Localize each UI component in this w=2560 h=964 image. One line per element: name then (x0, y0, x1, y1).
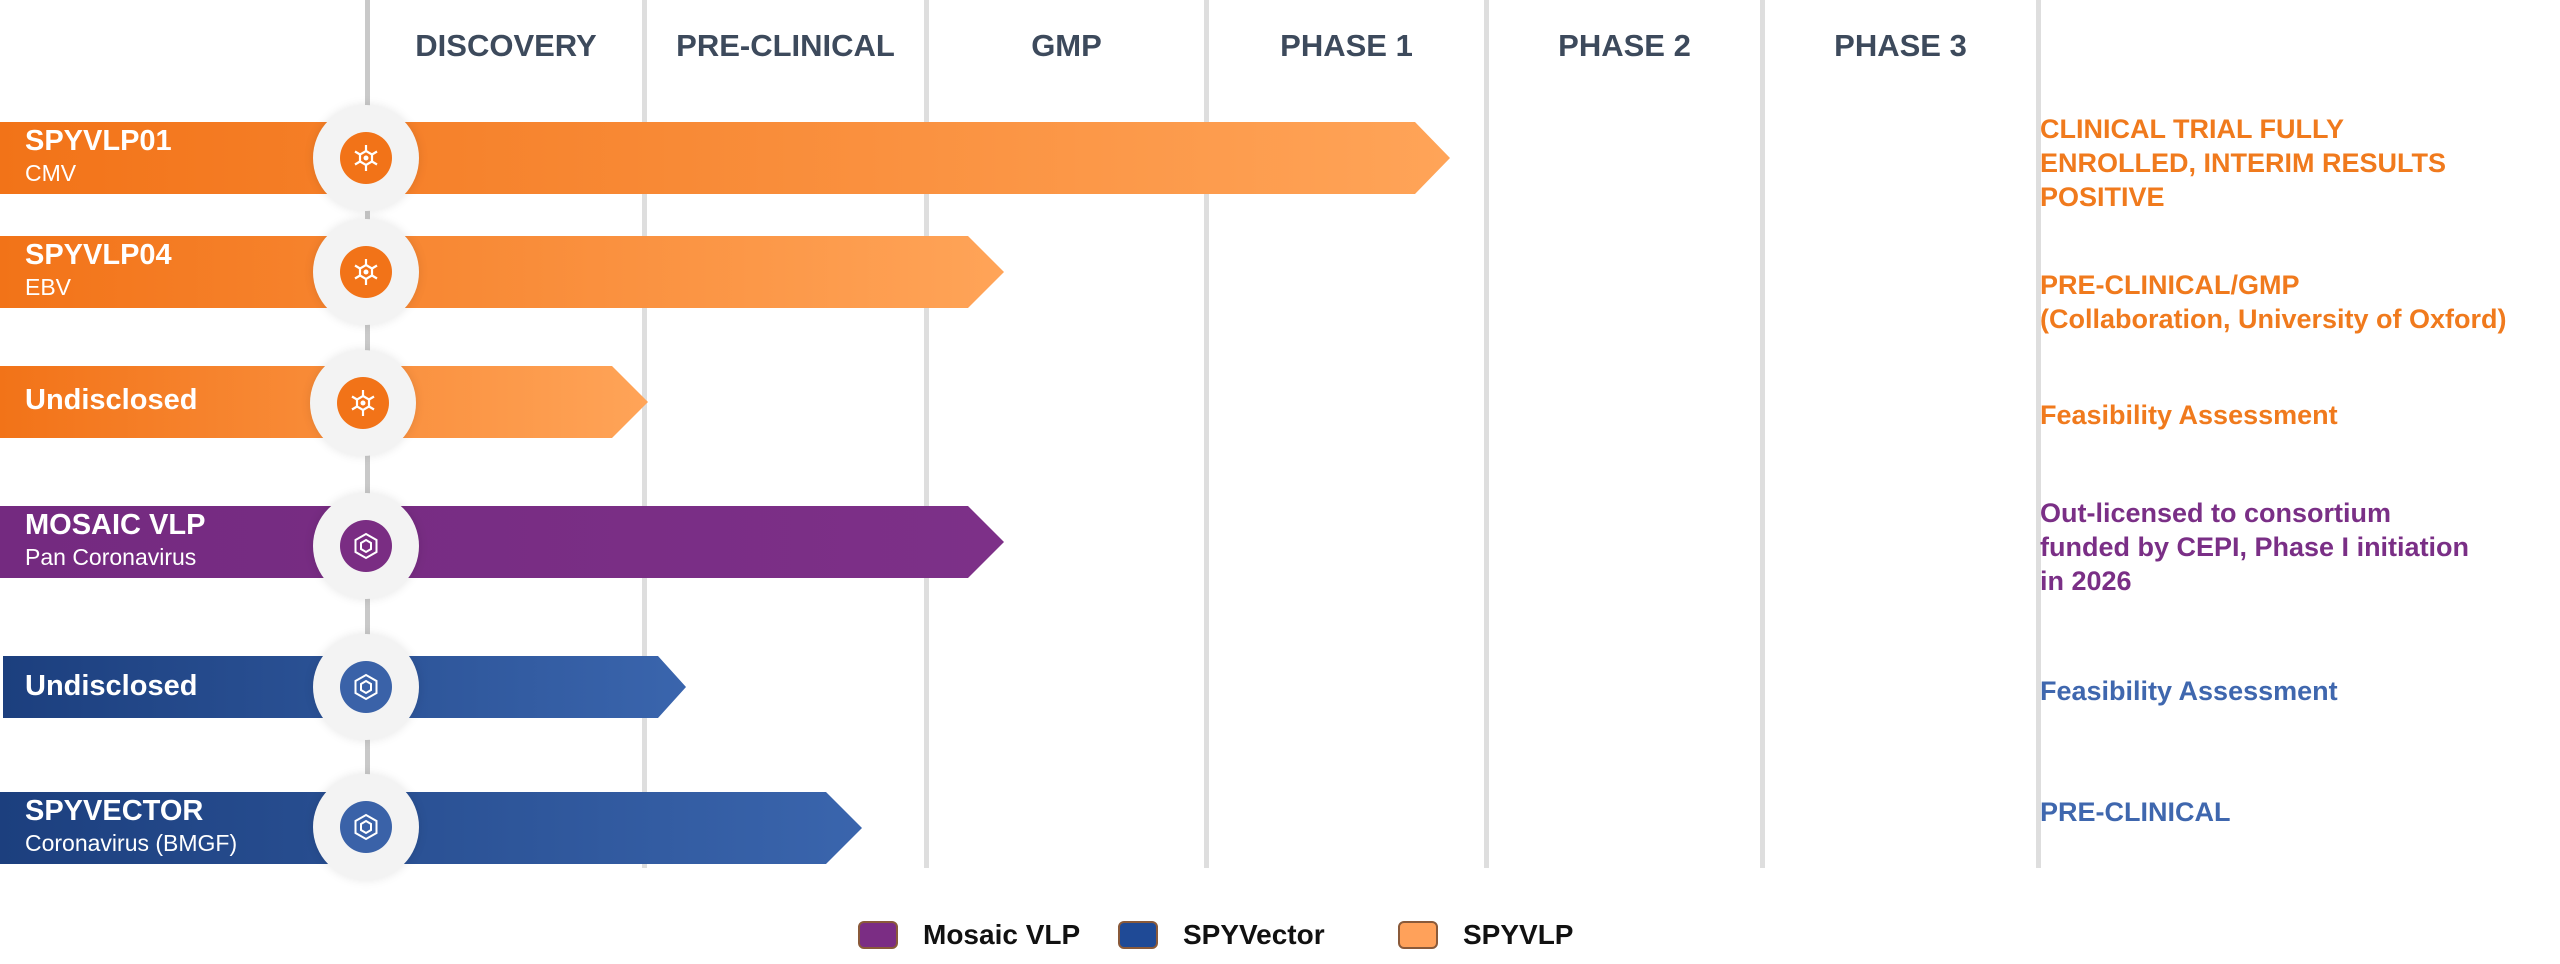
stage-header-discovery: DISCOVERY (415, 28, 597, 63)
program-name: SPYVLP04 (25, 239, 172, 271)
virus-icon (340, 132, 392, 184)
platform-badge (310, 350, 416, 456)
stage-header-gmp: GMP (1031, 28, 1102, 63)
column-divider (1484, 0, 1489, 868)
column-divider (1760, 0, 1765, 868)
status-text: PRE-CLINICAL (2040, 795, 2231, 829)
program-name: SPYVLP01 (25, 125, 172, 157)
status-line: CLINICAL TRIAL FULLY (2040, 114, 2345, 144)
status-text: Feasibility Assessment (2040, 398, 2338, 432)
column-divider (2036, 0, 2041, 868)
program-bar-spyvlp04: SPYVLP04 EBV (0, 236, 1004, 308)
legend-swatch (1398, 921, 1438, 949)
virus-icon (340, 246, 392, 298)
column-divider (924, 0, 929, 868)
column-divider (1204, 0, 1209, 868)
status-line: (Collaboration, University of Oxford) (2040, 304, 2507, 334)
program-subtitle: Coronavirus (BMGF) (25, 830, 238, 856)
legend-label: Mosaic VLP (923, 919, 1081, 950)
platform-badge (313, 493, 419, 599)
program-bar-spyvlp01: SPYVLP01 CMV (0, 122, 1450, 194)
platform-badge (313, 634, 419, 740)
platform-badge (313, 219, 419, 325)
column-divider (642, 0, 647, 868)
status-line: Feasibility Assessment (2040, 400, 2338, 430)
program-name: SPYVECTOR (25, 795, 204, 827)
program-bar-mosaic-vlp: MOSAIC VLP Pan Coronavirus (0, 506, 1004, 578)
program-subtitle: CMV (25, 160, 77, 186)
status-line: Out-licensed to consortium (2040, 498, 2392, 528)
legend-item-spyvlp: SPYVLP (1398, 918, 1573, 952)
status-line: Feasibility Assessment (2040, 676, 2338, 706)
hexagon-icon (340, 801, 392, 853)
platform-badge (313, 105, 419, 211)
status-text: CLINICAL TRIAL FULLY ENROLLED, INTERIM R… (2040, 112, 2446, 214)
stage-header-phase-2: PHASE 2 (1558, 28, 1691, 63)
program-subtitle: Pan Coronavirus (25, 544, 197, 570)
legend-swatch (1118, 921, 1158, 949)
program-bar-spyvector: SPYVECTOR Coronavirus (BMGF) (0, 792, 862, 864)
hexagon-icon (340, 520, 392, 572)
virus-icon (337, 377, 389, 429)
legend-item-mosaic-vlp: Mosaic VLP (858, 918, 1080, 952)
hexagon-icon (340, 661, 392, 713)
status-line: funded by CEPI, Phase I initiation (2040, 532, 2470, 562)
legend-item-spyvector: SPYVector (1118, 918, 1325, 952)
stage-header-phase-3: PHASE 3 (1834, 28, 1967, 63)
program-subtitle: EBV (25, 274, 72, 300)
stage-header-pre-clinical: PRE-CLINICAL (676, 28, 895, 63)
program-name: MOSAIC VLP (25, 509, 206, 541)
status-line: PRE-CLINICAL/GMP (2040, 270, 2300, 300)
status-text: PRE-CLINICAL/GMP (Collaboration, Univers… (2040, 268, 2507, 336)
legend-label: SPYVector (1183, 919, 1325, 950)
legend-swatch (858, 921, 898, 949)
platform-badge (313, 774, 419, 880)
status-text: Out-licensed to consortium funded by CEP… (2040, 496, 2469, 598)
program-name: Undisclosed (25, 384, 198, 416)
program-name: Undisclosed (25, 670, 198, 702)
status-text: Feasibility Assessment (2040, 674, 2338, 708)
status-line: ENROLLED, INTERIM RESULTS (2040, 148, 2447, 178)
status-line: POSITIVE (2040, 182, 2165, 212)
status-line: PRE-CLINICAL (2040, 797, 2231, 827)
legend-label: SPYVLP (1463, 919, 1574, 950)
status-line: in 2026 (2040, 566, 2132, 596)
stage-header-phase-1: PHASE 1 (1280, 28, 1413, 63)
